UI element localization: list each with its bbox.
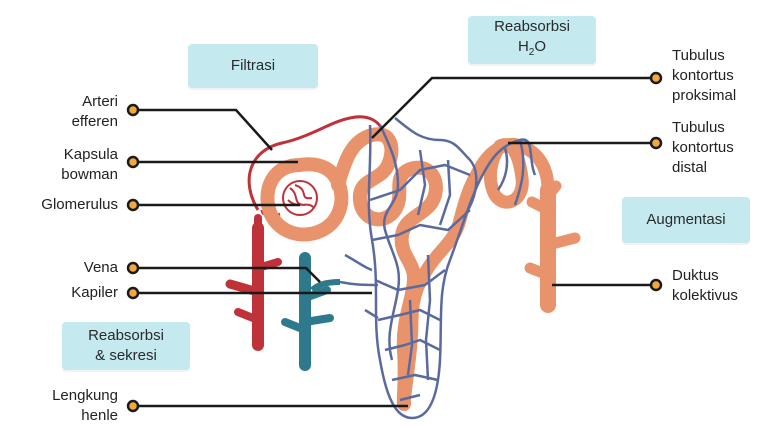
dot-kapsula-bowman: [128, 157, 138, 167]
label-arteri-efferen-line2: efferen: [72, 112, 118, 132]
label-kapiler-line1: Kapiler: [71, 283, 118, 303]
dot-tubulus-distal: [651, 138, 661, 148]
label-tubulus-proksimal-line2: kontortus: [672, 66, 736, 86]
label-lengkung-henle-line1: Lengkung: [52, 386, 118, 406]
label-tubulus-proksimal-line1: Tubulus: [672, 46, 736, 66]
h2o-formula: H2O: [518, 37, 546, 63]
label-duktus-kolektivus-line2: kolektivus: [672, 286, 738, 306]
reabsorbsi-sekresi-line1: Reabsorbsi: [88, 326, 164, 346]
label-arteri-efferen: Arteri efferen: [72, 92, 118, 132]
reabsorbsi-h2o-title: Reabsorbsi: [494, 17, 570, 37]
artery: [230, 218, 278, 345]
dot-duktus-kolektivus: [651, 280, 661, 290]
dot-arteri-efferen: [128, 105, 138, 115]
label-tubulus-proksimal-line3: proksimal: [672, 86, 736, 106]
dot-lengkung-henle: [128, 401, 138, 411]
label-tubulus-distal-line2: kontortus: [672, 138, 734, 158]
filtrasi-label: Filtrasi: [231, 56, 275, 76]
label-tubulus-distal-line1: Tubulus: [672, 118, 734, 138]
label-tubulus-distal-line3: distal: [672, 158, 734, 178]
dot-tubulus-proksimal: [651, 73, 661, 83]
augmentasi-box: Augmentasi: [622, 197, 750, 243]
dot-kapiler: [128, 288, 138, 298]
label-duktus-kolektivus: Duktus kolektivus: [672, 266, 738, 306]
label-glomerulus-line1: Glomerulus: [41, 195, 118, 215]
dot-vena: [128, 263, 138, 273]
h2o-o: O: [534, 38, 546, 55]
reabsorbsi-sekresi-line2: & sekresi: [95, 346, 157, 366]
label-duktus-kolektivus-line1: Duktus: [672, 266, 738, 286]
label-kapsula-bowman-line2: bowman: [61, 165, 118, 185]
augmentasi-label: Augmentasi: [646, 210, 725, 230]
leader-lines-right: [372, 78, 654, 285]
filtrasi-box: Filtrasi: [188, 44, 318, 88]
label-tubulus-proksimal: Tubulus kontortus proksimal: [672, 46, 736, 106]
dot-glomerulus: [128, 200, 138, 210]
h2o-h: H: [518, 38, 529, 55]
label-glomerulus: Glomerulus: [41, 195, 118, 215]
capillary-network: [340, 118, 535, 418]
label-kapiler: Kapiler: [71, 283, 118, 303]
label-arteri-efferen-line1: Arteri: [72, 92, 118, 112]
reabsorbsi-h2o-box: Reabsorbsi H2O: [468, 16, 596, 64]
bowman-capsule: [267, 164, 341, 234]
label-dots-right: [651, 73, 661, 290]
label-vena-line1: Vena: [84, 258, 118, 278]
reabsorbsi-sekresi-box: Reabsorbsi & sekresi: [62, 322, 190, 370]
label-lengkung-henle-line2: henle: [52, 406, 118, 426]
collecting-duct: [530, 186, 575, 305]
label-lengkung-henle: Lengkung henle: [52, 386, 118, 426]
label-kapsula-bowman: Kapsula bowman: [61, 145, 118, 185]
label-kapsula-bowman-line1: Kapsula: [61, 145, 118, 165]
label-tubulus-distal: Tubulus kontortus distal: [672, 118, 734, 178]
label-vena: Vena: [84, 258, 118, 278]
